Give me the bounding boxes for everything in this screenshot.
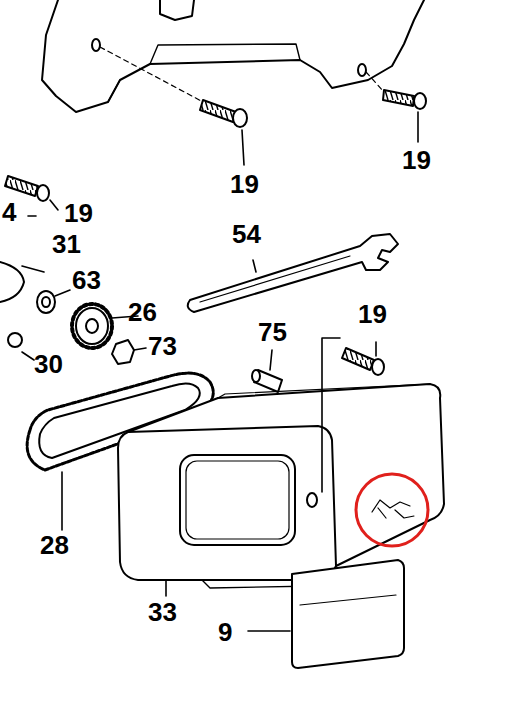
callout-number: 73	[148, 332, 177, 360]
callout-number: 54	[232, 220, 261, 248]
callout-number: 75	[258, 318, 287, 346]
upper-housing	[42, 0, 424, 112]
callout-number: 26	[128, 298, 157, 326]
toothed-pulley	[72, 304, 112, 348]
detail-sketch	[372, 500, 414, 518]
callout-number: 28	[40, 531, 69, 559]
label-plate	[292, 560, 404, 668]
screw	[383, 90, 426, 109]
screw-hole	[358, 64, 366, 76]
highlight-circle	[356, 474, 428, 546]
callout-number: 33	[148, 598, 177, 626]
callout-number: 19	[230, 170, 259, 198]
callout-number: 19	[64, 199, 93, 227]
belt-cover	[118, 384, 444, 588]
callout-number: 19	[402, 146, 431, 174]
small-part	[8, 333, 22, 347]
callout-number: 19	[358, 300, 387, 328]
callout-number: 30	[34, 350, 63, 378]
callout-number: 9	[218, 618, 232, 646]
callout-number: 63	[72, 266, 101, 294]
pulley-part	[0, 262, 24, 302]
housing-lug	[160, 0, 194, 20]
callout-number: 4	[2, 198, 16, 226]
screw	[200, 100, 247, 127]
screw	[342, 348, 384, 375]
pin	[252, 370, 282, 392]
callout-number: 31	[52, 230, 81, 258]
screw-hole	[92, 39, 100, 51]
washer	[37, 291, 55, 313]
nut	[112, 340, 134, 364]
